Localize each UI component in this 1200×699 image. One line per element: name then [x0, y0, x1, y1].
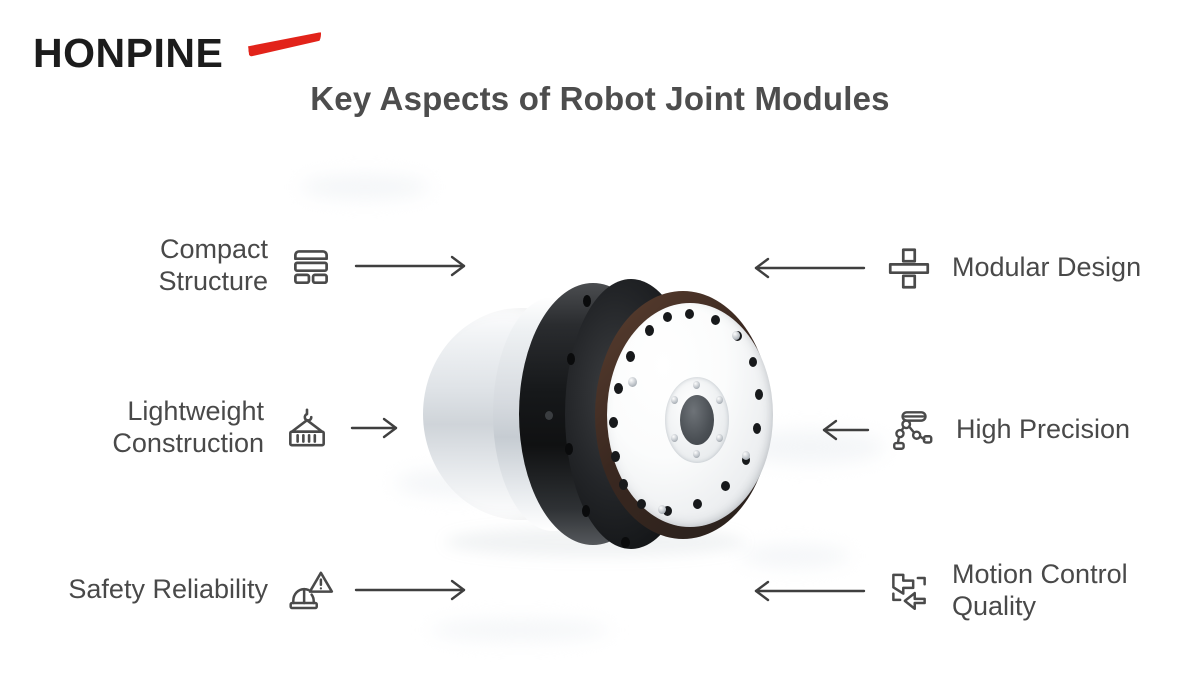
aspect-safety-reliability[interactable]: Safety Reliability: [20, 560, 470, 620]
aspect-high-precision[interactable]: High Precision: [818, 400, 1180, 460]
flange-bolt: [626, 351, 635, 362]
flange-bolt: [637, 499, 646, 509]
shipping-container-icon: [278, 399, 336, 457]
hub-screw: [716, 434, 723, 442]
housing-bolt: [545, 411, 553, 420]
flange-bolt: [755, 389, 763, 400]
flange-screw: [658, 505, 666, 514]
hub-screw: [671, 434, 678, 442]
arrow-left-icon: [818, 418, 870, 442]
center-bore: [680, 395, 714, 445]
aspect-label: Compact Structure: [158, 234, 268, 296]
aspect-label: High Precision: [956, 414, 1131, 445]
housing-bolt: [582, 505, 590, 517]
hub-screw: [693, 381, 700, 389]
robot-joint-module-image: [415, 265, 775, 565]
flange-screw: [628, 377, 637, 387]
arrow-left-icon: [750, 579, 866, 603]
background-wisp: [300, 175, 430, 199]
aspect-label: Motion Control Quality: [952, 559, 1128, 621]
flange-bolt: [693, 499, 702, 509]
flange-bolt: [645, 325, 654, 336]
flange-bolt: [614, 383, 623, 394]
flange-bolt: [663, 312, 672, 322]
flange-screw: [742, 451, 750, 460]
arrow-right-icon: [354, 254, 470, 278]
housing-bolt: [621, 537, 630, 548]
aspect-label: Safety Reliability: [68, 574, 268, 605]
housing-bolt: [583, 295, 591, 307]
flange-bolt: [721, 481, 730, 491]
brand-logo-text: HONPINE: [33, 30, 224, 76]
aspect-label: Lightweight Construction: [112, 396, 264, 458]
arrow-right-icon: [350, 416, 402, 440]
hub-screw: [693, 450, 700, 458]
flange-bolt: [742, 455, 750, 465]
flange-bolt: [749, 357, 757, 367]
flange-bolt: [685, 309, 694, 319]
page-title: Key Aspects of Robot Joint Modules: [310, 80, 890, 117]
flange-bolt: [611, 451, 620, 462]
flange-bolt: [609, 417, 618, 428]
modular-stack-icon: [880, 239, 938, 297]
flange-screw: [732, 331, 740, 340]
hub-screw: [671, 396, 678, 404]
flange-bolt: [753, 423, 761, 434]
flange-bolt: [711, 315, 720, 325]
stacked-layout-icon: [282, 237, 340, 295]
flange-bolt: [619, 479, 628, 490]
aspect-label: Modular Design: [952, 252, 1142, 283]
arrow-right-icon: [354, 578, 470, 602]
background-wisp: [430, 620, 610, 640]
safety-helmet-warning-icon: [282, 561, 340, 619]
brand-logo[interactable]: HONPINE: [33, 28, 303, 78]
housing-bolt: [565, 443, 573, 455]
aspect-compact-structure[interactable]: Compact Structure: [60, 234, 470, 296]
hub-screw: [716, 396, 723, 404]
aspect-lightweight-construction[interactable]: Lightweight Construction: [60, 396, 402, 459]
arrow-left-icon: [750, 256, 866, 280]
robot-arm-icon: [884, 401, 942, 459]
flange-bolt: [663, 506, 672, 516]
aspect-modular-design[interactable]: Modular Design: [750, 238, 1180, 298]
aspect-motion-control-quality[interactable]: Motion Control Quality: [750, 558, 1180, 624]
housing-bolt: [567, 353, 575, 365]
motion-transfer-icon: [880, 562, 938, 620]
